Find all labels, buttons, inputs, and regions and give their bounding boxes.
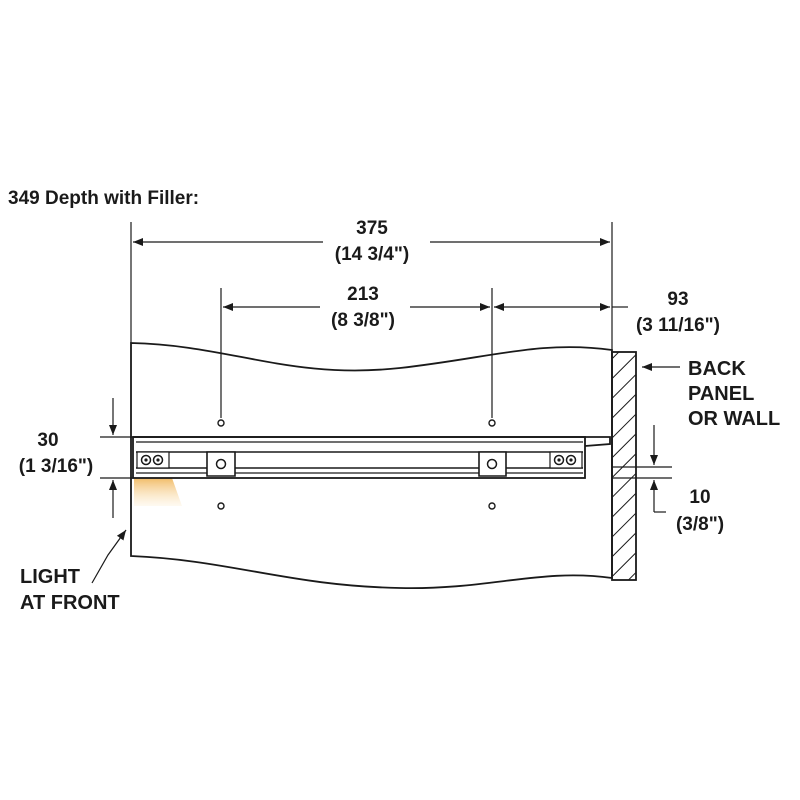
mounting-clip bbox=[478, 451, 507, 477]
dim-rear-offset-inch: (3 11/16") bbox=[636, 315, 720, 336]
back-panel-callout: BACK PANEL OR WALL bbox=[642, 358, 780, 430]
mounting-hole bbox=[488, 419, 496, 427]
dim-overall-mm: 375 bbox=[356, 218, 388, 239]
mounting-hole bbox=[217, 419, 225, 427]
light-label-line1: LIGHT bbox=[20, 566, 80, 588]
back-panel-label-line3: OR WALL bbox=[688, 408, 780, 430]
led-profile bbox=[132, 436, 611, 479]
light-label-line2: AT FRONT bbox=[20, 592, 120, 614]
dim-hole-spacing-mm: 213 bbox=[347, 284, 379, 305]
dim-rear-offset: 93 (3 11/16") bbox=[494, 289, 720, 336]
dim-gap-inch: (3/8") bbox=[676, 514, 724, 535]
mounting-clip bbox=[206, 451, 236, 477]
dim-gap-mm: 10 bbox=[689, 487, 710, 508]
back-panel-wall bbox=[611, 351, 637, 581]
dim-gap: 10 (3/8") bbox=[650, 425, 724, 535]
dim-hole-spacing-inch: (8 3/8") bbox=[331, 310, 395, 331]
extension-lines bbox=[100, 222, 672, 479]
dim-height-inch: (1 3/16") bbox=[19, 456, 94, 477]
dim-hole-spacing: 213 (8 3/8") bbox=[223, 284, 490, 331]
back-panel-label-line2: PANEL bbox=[688, 383, 754, 405]
screw bbox=[140, 454, 152, 466]
diagram-title: 349 Depth with Filler: bbox=[8, 188, 199, 209]
back-panel-label-line1: BACK bbox=[688, 358, 746, 380]
dim-height-mm: 30 bbox=[37, 430, 58, 451]
screw bbox=[152, 454, 164, 466]
dim-overall: 375 (14 3/4") bbox=[133, 218, 610, 265]
mounting-hole bbox=[488, 502, 496, 510]
dim-rear-offset-mm: 93 bbox=[667, 289, 688, 310]
light-glow bbox=[134, 478, 182, 506]
dim-overall-inch: (14 3/4") bbox=[335, 244, 410, 265]
light-callout: LIGHT AT FRONT bbox=[20, 529, 127, 614]
dim-height: 30 (1 3/16") bbox=[19, 398, 117, 518]
screw bbox=[565, 454, 577, 466]
screw bbox=[553, 454, 565, 466]
mounting-hole bbox=[217, 502, 225, 510]
